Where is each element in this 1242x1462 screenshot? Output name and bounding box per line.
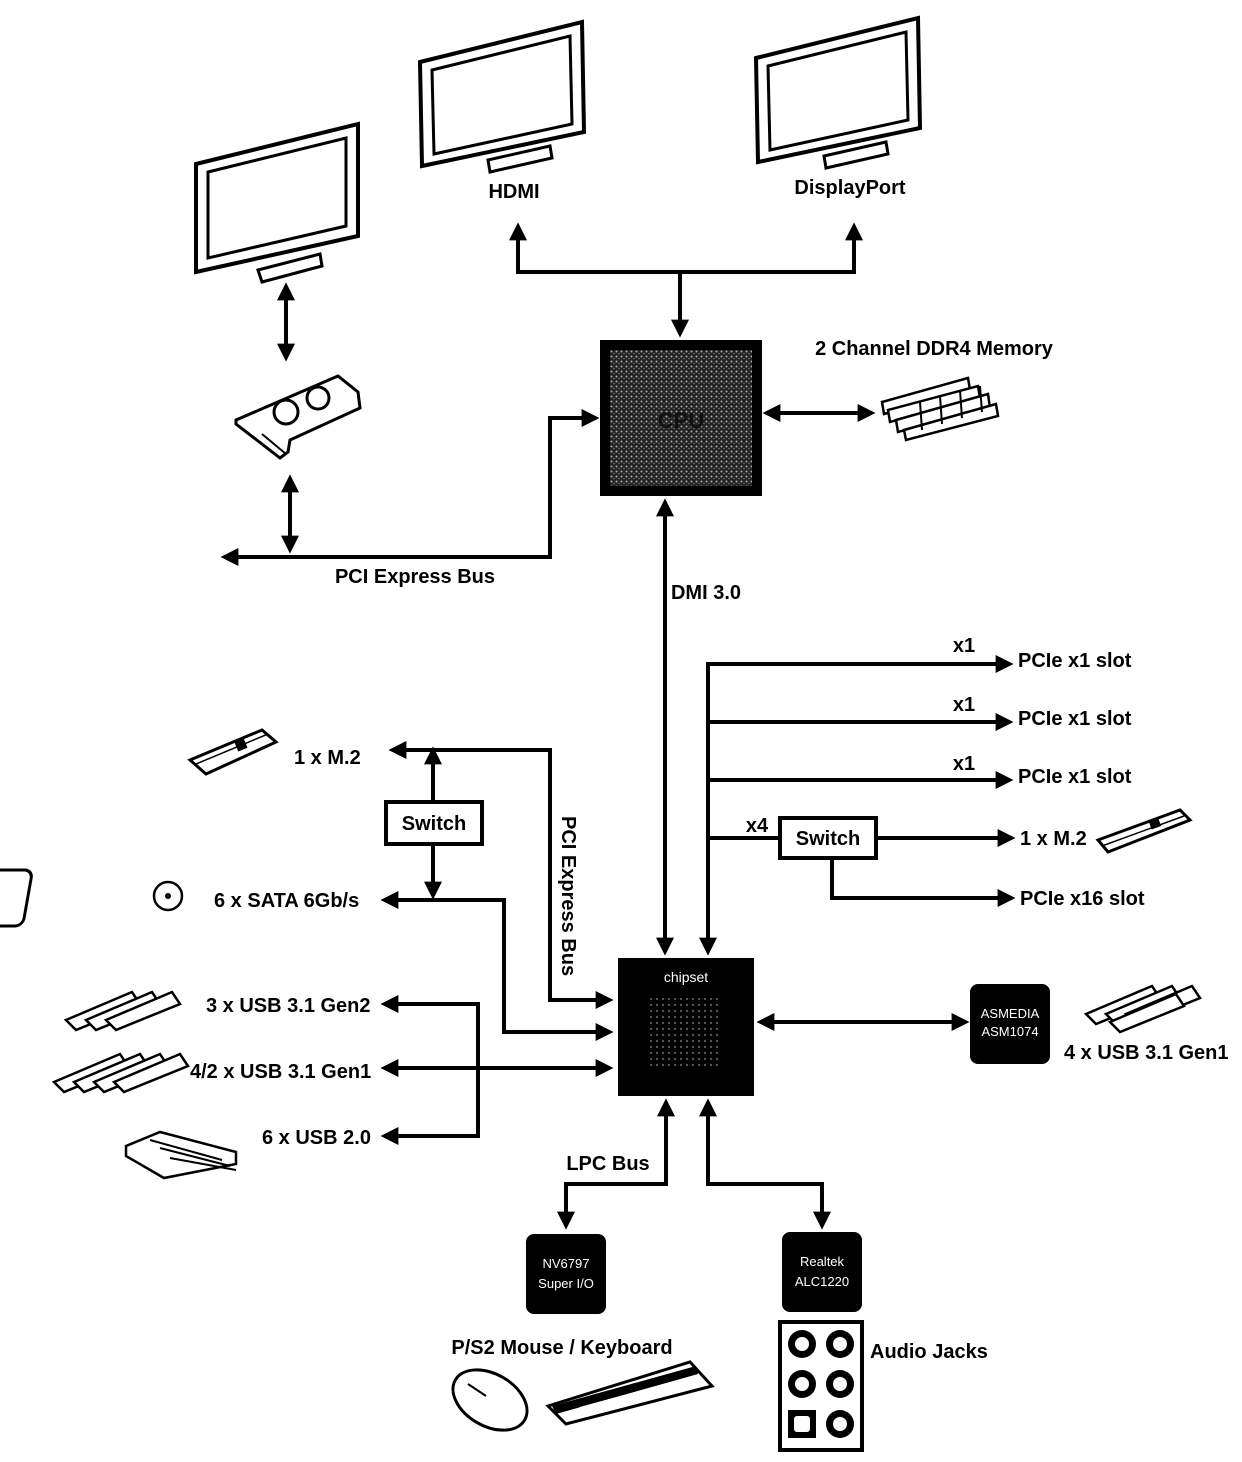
audio-jacks-icon — [778, 1320, 864, 1452]
asmedia-line2: ASM1074 — [981, 1024, 1038, 1039]
usb31-gen2-label: 3 x USB 3.1 Gen2 — [206, 995, 371, 1017]
switch-right-box: Switch — [778, 816, 878, 860]
asmedia-line1: ASMEDIA — [981, 1006, 1040, 1021]
display-output-connector — [509, 222, 863, 274]
superio-line2: Super I/O — [538, 1276, 594, 1291]
chipset-chip: chipset — [618, 958, 754, 1096]
sata-label: 6 x SATA 6Gb/s — [214, 890, 359, 912]
switch-right-label: Switch — [796, 828, 860, 850]
x1-label-3: x1 — [953, 753, 975, 775]
usb31-gen1-right-label: 4 x USB 3.1 Gen1 — [1064, 1042, 1229, 1064]
superio-line1: NV6797 — [543, 1256, 590, 1271]
audio-jacks-label: Audio Jacks — [870, 1341, 988, 1363]
lpc-bus-line — [557, 1098, 675, 1230]
m2-left-label: 1 x M.2 — [294, 747, 361, 769]
pcie-x16-slot-label: PCIe x16 slot — [1020, 888, 1145, 910]
usb-gen1-right-icon — [1083, 984, 1202, 1034]
pcie-x1-slot-label-2: PCIe x1 slot — [1018, 708, 1132, 730]
pcie-x1-slot-label-1: PCIe x1 slot — [1018, 650, 1132, 672]
usb-gen2-icon — [63, 990, 182, 1032]
pcie-x1-slot-label-3: PCIe x1 slot — [1018, 766, 1132, 788]
monitor-pcie-icon — [194, 121, 360, 284]
usb31-gen1-left-label: 4/2 x USB 3.1 Gen1 — [190, 1061, 371, 1083]
x1-label-1: x1 — [953, 635, 975, 657]
realtek-chip: Realtek ALC1220 — [782, 1232, 862, 1312]
cpu-chip: CPU — [600, 340, 762, 496]
ps2-label: P/S2 Mouse / Keyboard — [451, 1337, 672, 1359]
superio-chip: NV6797 Super I/O — [526, 1234, 606, 1314]
hdmi-label: HDMI — [488, 181, 539, 203]
pci-express-bus-label: PCI Express Bus — [335, 566, 495, 588]
keyboard-icon — [545, 1360, 715, 1426]
switch-left-box: Switch — [384, 800, 484, 846]
memory-label: 2 Channel DDR4 Memory — [815, 338, 1054, 360]
displayport-label: DisplayPort — [794, 177, 905, 199]
lpc-bus-label: LPC Bus — [566, 1153, 649, 1175]
m2-card-right-icon — [1095, 808, 1193, 854]
usb-gen2-usb20-bracket — [380, 995, 480, 1145]
mouse-icon — [451, 1368, 529, 1432]
usb-gen1-left-icon — [51, 1052, 190, 1094]
dmi-label: DMI 3.0 — [671, 582, 741, 604]
usb20-label: 6 x USB 2.0 — [262, 1127, 371, 1149]
x1-label-2: x1 — [953, 694, 975, 716]
x4-label: x4 — [746, 815, 769, 837]
m2-right-label: 1 x M.2 — [1020, 828, 1087, 850]
m2-card-left-icon — [187, 728, 279, 776]
audio-line — [699, 1098, 831, 1230]
monitor-hdmi-icon — [417, 19, 587, 174]
monitor-displayport-icon — [753, 15, 923, 170]
switch-left-label: Switch — [402, 813, 466, 835]
pcie-trunk-line — [699, 655, 1014, 956]
usb20-icon — [124, 1130, 238, 1180]
realtek-line1: Realtek — [800, 1254, 845, 1269]
memory-modules-icon — [880, 376, 1000, 442]
asmedia-chip: ASMEDIA ASM1074 — [970, 984, 1050, 1064]
sata-chipset-line — [380, 891, 614, 1041]
pci-express-bus-line — [220, 409, 600, 566]
pci-express-bus-vertical-label: PCI Express Bus — [557, 816, 579, 976]
graphics-card-icon — [234, 374, 362, 460]
realtek-line2: ALC1220 — [795, 1274, 849, 1289]
chipset-label: chipset — [664, 969, 708, 985]
sata-drives-icon — [0, 868, 184, 928]
switch-x16-line — [830, 858, 1016, 907]
cpu-label: CPU — [658, 408, 704, 433]
